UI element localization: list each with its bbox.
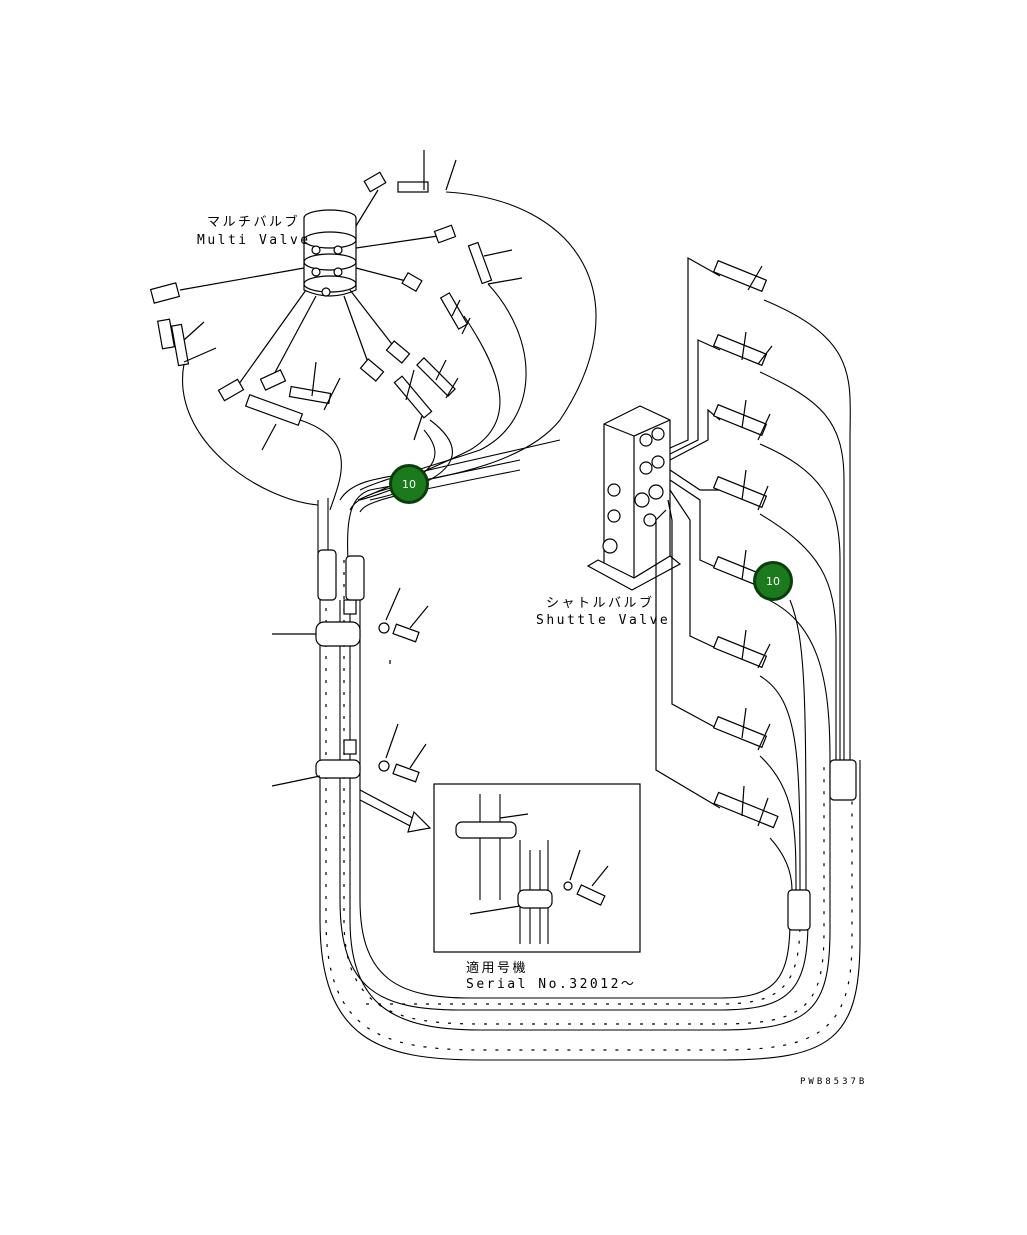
- drawing-reference: PWB8537B: [800, 1077, 868, 1087]
- multi-valve-label-en: Multi Valve: [197, 233, 311, 248]
- multi-valve: [303, 209, 357, 297]
- detail-box: [433, 783, 641, 953]
- shuttle-fittings: [712, 259, 779, 829]
- bundle-clamps: [271, 599, 361, 787]
- multi-valve-leaders: [183, 150, 523, 451]
- washers-bolts: [378, 587, 429, 783]
- wrapped-hose-bundle: [319, 560, 861, 1061]
- shuttle-valve: [586, 405, 682, 591]
- shuttle-leaders: [741, 265, 773, 827]
- serial-label-jp: 適用号機: [466, 961, 529, 976]
- serial-label-en: Serial No.32012～: [466, 977, 637, 992]
- shuttle-valve-label-en: Shuttle Valve: [536, 613, 671, 628]
- callout-marker[interactable]: 10: [389, 464, 429, 504]
- callout-marker[interactable]: 10: [753, 561, 793, 601]
- shuttle-valve-hoses: [759, 299, 851, 891]
- valve-port-lines: [179, 189, 439, 389]
- multi-valve-fittings: [149, 171, 493, 426]
- detail-arrow: [359, 789, 432, 833]
- multi-valve-label-jp: マルチバルブ: [207, 215, 301, 230]
- bundle-sleeves: [317, 549, 857, 931]
- shuttle-valve-label-jp: シャトルバルブ: [546, 596, 655, 611]
